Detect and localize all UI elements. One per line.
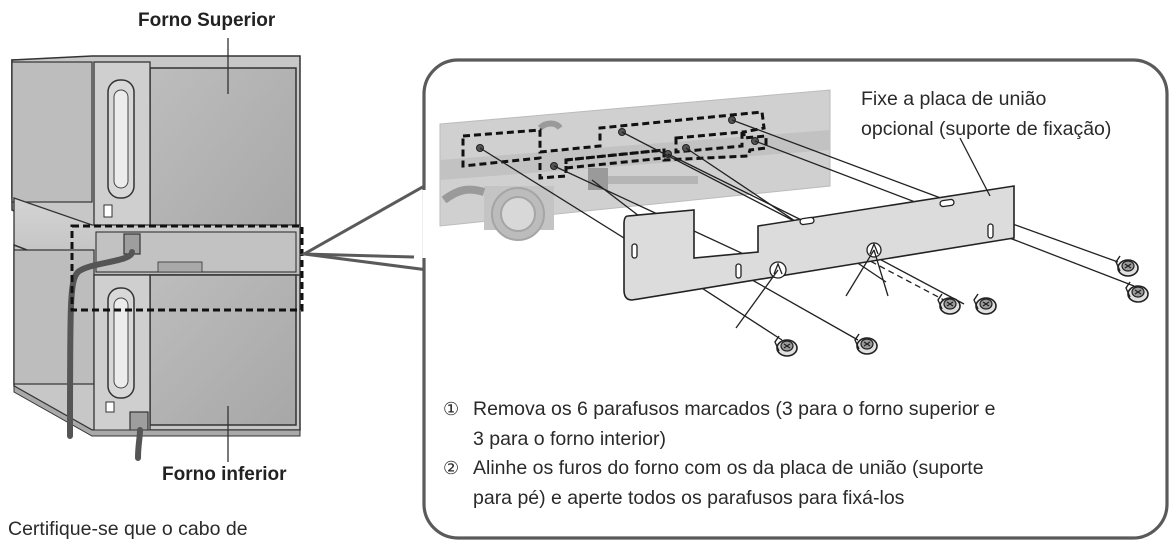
- union-plate: [623, 185, 1015, 301]
- lower-oven-door: [149, 274, 297, 426]
- step-1-text: Remova os 6 parafusos marcados (3 para o…: [473, 395, 995, 454]
- cable-note: Certifique-se que o cabo de: [8, 518, 248, 540]
- step-1-line1: Remova os 6 parafusos marcados (3 para o…: [473, 398, 996, 420]
- step-2-marker: ②: [443, 458, 460, 479]
- upper-power-cable: [67, 249, 135, 439]
- plate-callout-line1: Fixe a placa de união: [861, 88, 1047, 110]
- step-2-line2: para pé) e aperte todos os parafusos par…: [473, 486, 905, 509]
- step-1-line2: 3 para o forno interior): [473, 427, 666, 450]
- oven-back-panel: [439, 89, 831, 241]
- step-1: ① Remova os 6 parafusos marcados (3 para…: [443, 395, 1143, 454]
- lower-oven-label: Forno inferior: [162, 464, 287, 485]
- stacked-ovens: [11, 38, 301, 462]
- upper-oven-side-face: [11, 61, 93, 203]
- upper-oven-door: [149, 67, 297, 249]
- step-2: ② Alinhe os furos do forno com os da pla…: [443, 454, 1143, 513]
- upper-oven-label: Forno Superior: [138, 10, 276, 31]
- step-2-text: Alinhe os furos do forno com os da placa…: [473, 454, 984, 513]
- lower-power-cable: [135, 427, 143, 461]
- joint-highlight-dashes: [70, 224, 304, 312]
- step-1-marker: ①: [443, 399, 460, 420]
- instruction-steps: ① Remova os 6 parafusos marcados (3 para…: [443, 395, 1143, 513]
- screw-marking-dashes: [461, 110, 768, 180]
- step-2-line1: Alinhe os furos do forno com os da placa…: [473, 457, 984, 479]
- plate-callout-line2: opcional (suporte de fixação): [861, 118, 1112, 140]
